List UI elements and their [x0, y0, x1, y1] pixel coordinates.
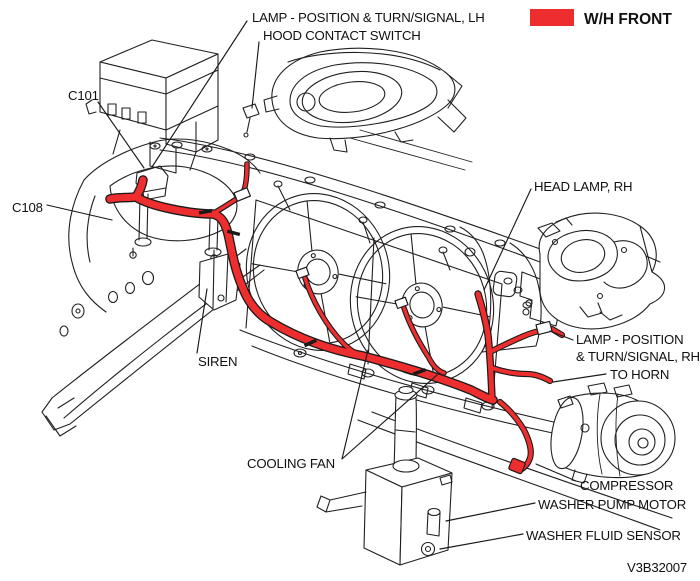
leader-hood-switch — [251, 41, 260, 109]
label-compressor: COMPRESSOR — [580, 478, 673, 493]
legend-swatch — [530, 9, 574, 26]
hood-contact-switch — [242, 103, 260, 138]
vehicle-structure — [41, 39, 676, 531]
cooling-fan-left — [245, 193, 391, 351]
label-washer-sensor: WASHER FLUID SENSOR — [526, 528, 681, 543]
leader-washer-pump — [445, 502, 536, 522]
leader-c108 — [46, 204, 113, 221]
harness-clamps — [198, 208, 427, 376]
label-lamp-lh: LAMP - POSITION & TURN/SIGNAL, LH — [252, 10, 485, 25]
labels: LAMP - POSITION & TURN/SIGNAL, LH HOOD C… — [12, 10, 700, 575]
leader-lamp-rh — [549, 330, 574, 341]
label-to-horn: TO HORN — [610, 367, 669, 382]
leader-to-horn — [552, 373, 607, 383]
washer-reservoir — [316, 385, 453, 566]
leader-siren — [196, 288, 208, 354]
leader-lines — [46, 20, 607, 550]
washer-pump-part — [426, 507, 441, 537]
label-c101: C101 — [68, 88, 99, 103]
legend-label: W/H FRONT — [584, 11, 672, 28]
washer-fluid-sensor-part — [420, 541, 436, 557]
label-hood-switch: HOOD CONTACT SWITCH — [263, 28, 421, 43]
harness-connectors — [233, 187, 553, 475]
leader-c101 — [97, 101, 145, 169]
label-head-lamp-rh: HEAD LAMP, RH — [534, 179, 632, 194]
label-washer-pump: WASHER PUMP MOTOR — [538, 497, 686, 512]
label-lamp-rh-line1: LAMP - POSITION — [576, 332, 683, 347]
label-c108: C108 — [12, 200, 43, 215]
label-lamp-rh-line2: & TURN/SIGNAL, RH — [576, 349, 700, 364]
label-figure-code: V3B32007 — [627, 560, 687, 575]
leader-compressor — [535, 463, 577, 482]
headlamp-lh — [263, 47, 473, 171]
leader-lamp-lh — [151, 20, 248, 168]
label-cooling-fan: COOLING FAN — [247, 456, 335, 471]
legend: W/H FRONT — [530, 9, 672, 28]
fuse-box — [85, 39, 219, 174]
headlamp-rh — [537, 212, 666, 330]
leader-washer-sensor — [439, 533, 524, 550]
compressor-part — [550, 382, 676, 484]
harness-wh-front — [110, 164, 562, 475]
leader-head-lamp-rh — [483, 188, 532, 291]
label-siren: SIREN — [198, 354, 237, 369]
leader-cooling-fan — [341, 349, 438, 460]
